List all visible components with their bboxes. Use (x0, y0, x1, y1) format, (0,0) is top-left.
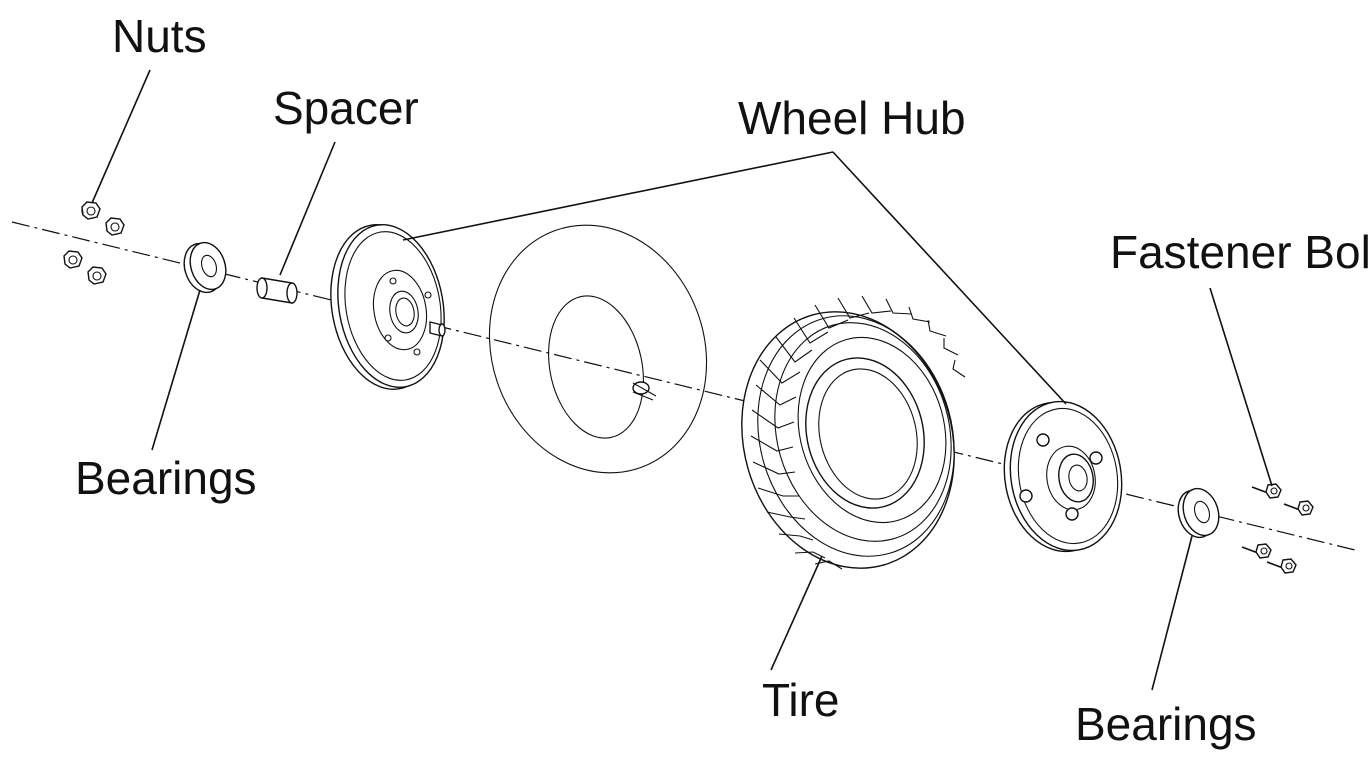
bearing-left (183, 241, 227, 294)
tire-tread (750, 295, 966, 570)
assembly-axis (11, 221, 1356, 551)
label-nuts: Nuts (112, 10, 207, 62)
label-tire: Tire (762, 674, 840, 726)
leader-fastener-bolts (1209, 287, 1273, 487)
leader-lines (91, 69, 1273, 691)
nut (105, 217, 125, 236)
wheel-hub-right (1003, 400, 1123, 553)
nuts-group (63, 201, 125, 285)
label-fastener-bolts: Fastener Bolts (1110, 226, 1368, 278)
fastener-bolt (1283, 500, 1314, 516)
leader-wheel-hub-left (402, 151, 834, 241)
fastener-bolt (1266, 558, 1297, 574)
nut (87, 266, 107, 285)
nut (63, 250, 83, 269)
leader-bearings-right (1151, 535, 1193, 691)
spacer (256, 277, 298, 304)
label-bearings-left: Bearings (75, 452, 257, 504)
label-bearings-right: Bearings (1075, 698, 1257, 750)
label-spacer: Spacer (273, 82, 419, 134)
leader-nuts (91, 69, 151, 204)
leader-tire (770, 555, 823, 671)
nut (81, 201, 101, 220)
fastener-bolts-group (1241, 483, 1314, 574)
label-wheel-hub: Wheel Hub (738, 92, 966, 144)
leader-spacer (279, 141, 336, 276)
leader-wheel-hub-right (832, 151, 1067, 405)
tire (741, 295, 966, 570)
inner-tube (488, 224, 708, 474)
leader-bearings-left (151, 289, 201, 451)
bearing-right (1177, 487, 1220, 539)
wheel-hub-left (330, 224, 446, 390)
fastener-bolt (1241, 543, 1272, 559)
fastener-bolt (1251, 483, 1282, 499)
